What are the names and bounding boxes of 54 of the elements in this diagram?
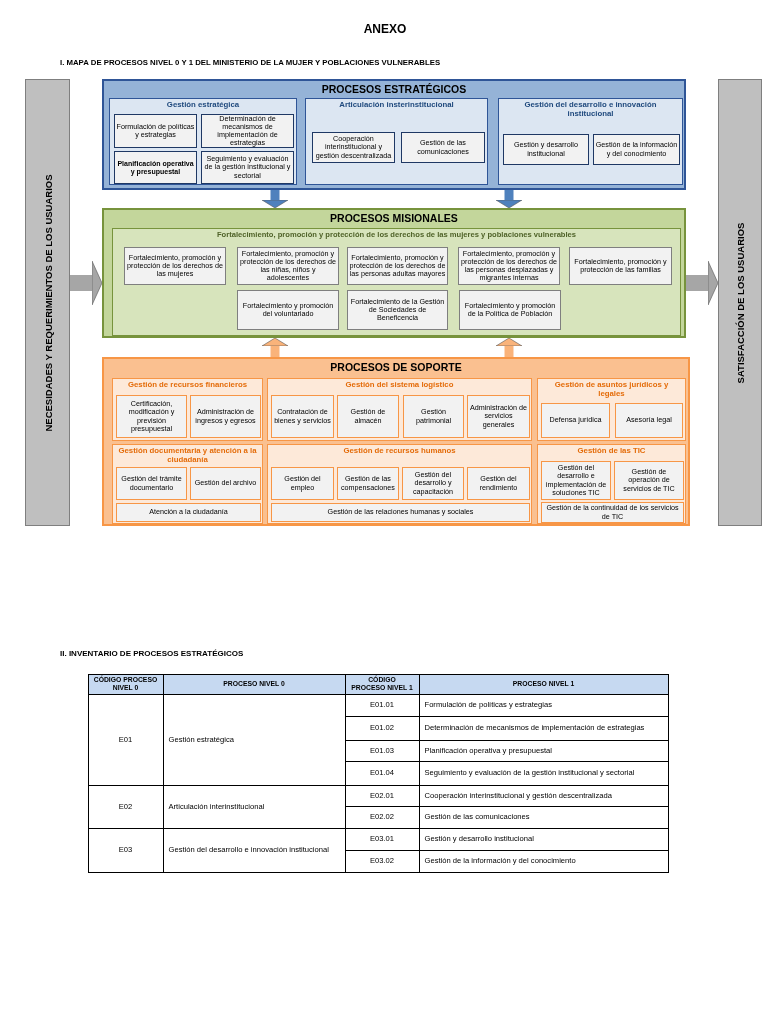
process-group-panel <box>537 378 686 441</box>
process-box <box>271 467 334 500</box>
process-group-panel <box>109 98 297 185</box>
process-group-panel <box>305 98 488 185</box>
box-text: SATISFACCIÓN DE LOS USUARIOS <box>734 222 746 383</box>
process-box <box>401 132 485 163</box>
process-group-panel <box>267 444 532 524</box>
box-text: NECESIDADES Y REQUERIMIENTOS DE LOS USUARIOS <box>42 173 53 432</box>
process-box <box>114 114 197 148</box>
process-group-panel <box>112 378 263 441</box>
process-box <box>541 403 610 438</box>
process-group-panel <box>537 444 686 524</box>
process-box <box>190 467 261 500</box>
block-arrow <box>686 260 719 306</box>
side-bar <box>25 79 70 526</box>
process-box <box>402 467 464 500</box>
process-band <box>102 208 686 338</box>
process-box <box>337 467 399 500</box>
process-box <box>569 247 672 285</box>
process-box <box>459 290 561 330</box>
process-group-panel <box>112 228 681 336</box>
title: ANEXO <box>362 22 408 36</box>
process-group-panel <box>498 98 683 185</box>
process-box <box>201 114 294 148</box>
process-group-panel <box>267 378 532 441</box>
band-heading: PROCESOS DE SOPORTE <box>329 362 463 374</box>
band-heading: PROCESOS ESTRATÉGICOS <box>320 84 468 96</box>
process-box <box>593 134 680 165</box>
process-box <box>503 134 589 165</box>
process-box <box>467 467 530 500</box>
process-box <box>237 290 339 330</box>
section-heading: II. INVENTARIO DE PROCESOS ESTRATÉGICOS <box>60 649 245 658</box>
process-box <box>347 290 448 330</box>
process-box <box>190 395 261 438</box>
process-box <box>271 395 334 438</box>
process-box <box>124 247 226 285</box>
band-heading: PROCESOS MISIONALES <box>329 213 459 225</box>
process-box <box>403 395 464 438</box>
block-arrow <box>261 337 289 357</box>
process-box <box>116 467 187 500</box>
process-box <box>116 395 187 438</box>
process-box <box>347 247 448 285</box>
process-band <box>102 357 690 526</box>
process-group-panel <box>112 444 263 524</box>
process-box <box>271 503 530 522</box>
process-box <box>116 503 261 522</box>
block-arrow <box>495 337 523 357</box>
process-box <box>614 461 684 500</box>
process-box <box>114 151 197 184</box>
process-band <box>102 79 686 190</box>
side-bar <box>718 79 762 526</box>
process-box <box>337 395 399 438</box>
process-box <box>467 395 530 438</box>
process-box <box>615 403 683 438</box>
